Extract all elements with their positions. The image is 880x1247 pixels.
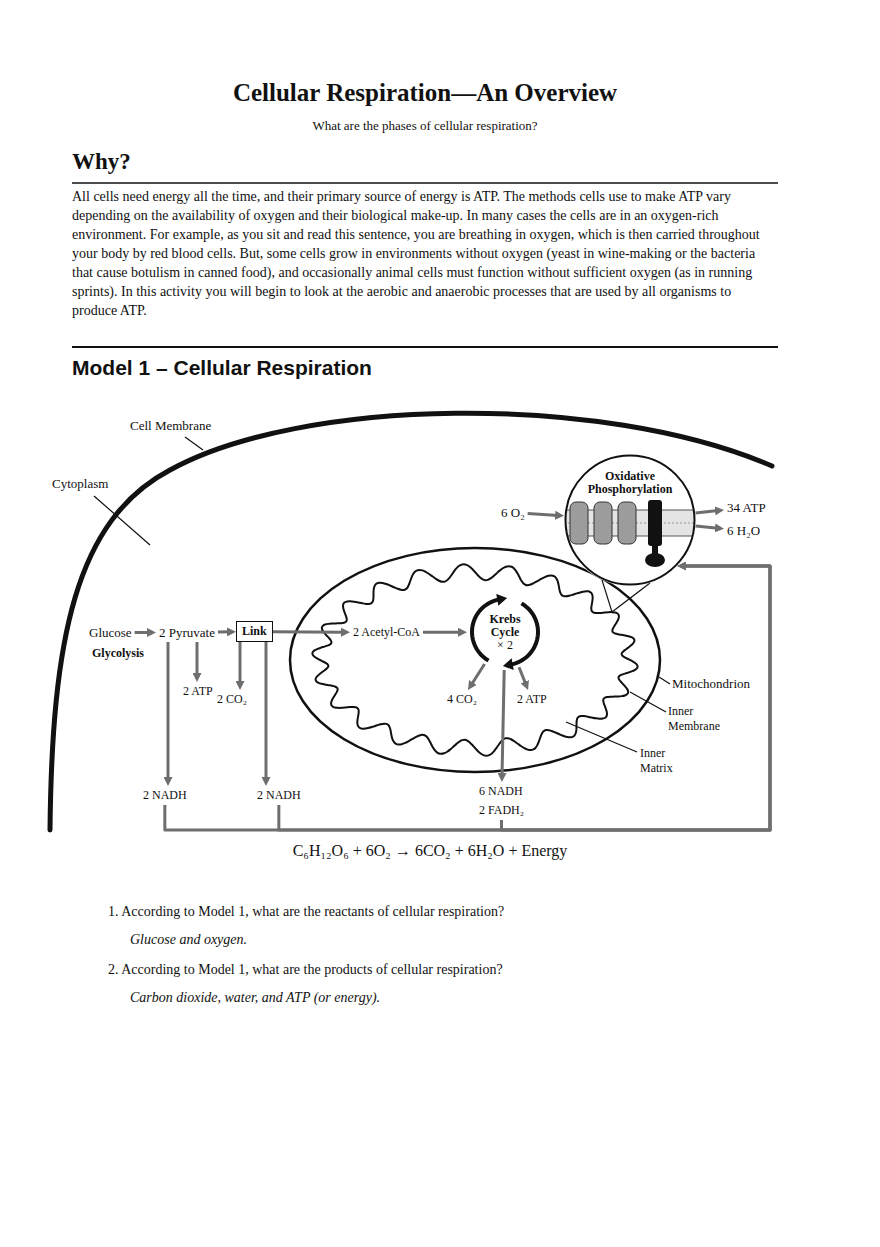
node-text: 2 ATP — [180, 682, 216, 701]
flow-arrow — [239, 642, 242, 684]
part-label: Mitochondrion — [672, 676, 750, 692]
leader-line — [185, 437, 203, 450]
node-text: 2 NADH — [140, 786, 190, 805]
page-title: Cellular Respiration—An Overview — [0, 78, 850, 108]
flow-arrow — [135, 631, 150, 634]
flow-arrow — [196, 642, 199, 676]
node-text: 2 ATP — [514, 690, 550, 709]
protein-complex — [594, 502, 612, 544]
flow-arrow — [423, 631, 461, 634]
magnify-line — [612, 583, 650, 612]
magnified-circle: Oxidative Phosphorylation — [564, 454, 696, 586]
flow-arrow — [502, 670, 504, 776]
protein-complex — [618, 502, 636, 544]
flow-arrow — [696, 526, 718, 528]
inner-membrane — [312, 564, 637, 756]
rule-line — [72, 182, 778, 184]
flow-arrow — [165, 566, 770, 830]
molecule-label: 2 Pyruvate — [156, 623, 218, 642]
flow-arrow — [265, 642, 268, 780]
node-text: 2 Acetyl-CoA — [350, 623, 423, 642]
node-text: Glucose — [86, 623, 135, 642]
question: 1. According to Model 1, what are the re… — [108, 904, 504, 920]
product-label: 2 ATP — [180, 682, 216, 701]
leader-line — [566, 722, 637, 752]
node-text: 2 NADH — [254, 786, 304, 805]
rule-line — [72, 346, 778, 348]
mitochondrion-outer — [290, 548, 660, 772]
intro-paragraph: All cells need energy all the time, and … — [72, 187, 778, 320]
part-label: Cell Membrane — [130, 418, 211, 434]
subtitle: What are the phases of cellular respirat… — [0, 118, 850, 134]
flow-arrow — [528, 513, 558, 515]
leader-line — [94, 496, 150, 545]
product-label: 2 CO₂ — [214, 690, 250, 709]
node-text: Link — [242, 624, 267, 639]
model-heading: Model 1 – Cellular Respiration — [72, 356, 372, 380]
leader-line — [659, 677, 670, 684]
section-heading: Why? — [72, 149, 131, 175]
node-text: 2 CO₂ — [214, 690, 250, 709]
node-text: Krebs Cycle — [485, 613, 525, 639]
cell-membrane — [50, 413, 772, 830]
carrier-label: 6 NADH2 FADH₂ — [476, 782, 527, 820]
cycle-arrowhead — [496, 594, 507, 606]
flow-arrow — [273, 630, 344, 634]
molecule-label: Glucose — [86, 623, 135, 642]
question: 2. According to Model 1, what are the pr… — [108, 962, 503, 978]
product-label: 34 ATP — [724, 498, 769, 517]
cycle-circle: Krebs Cycle× 2 — [467, 594, 543, 670]
carrier-label: 2 NADH — [140, 786, 190, 805]
molecule-label: 6 O₂ — [498, 503, 528, 522]
flow-arrow — [696, 511, 718, 513]
membrane-proteins — [560, 500, 700, 567]
process-box: Link — [236, 621, 273, 642]
node-text: Oxidative Phosphorylation — [580, 470, 680, 496]
part-label: Inner Matrix — [640, 746, 690, 776]
node-text: 2 FADH₂ — [476, 801, 527, 820]
carrier-label: 2 NADH — [254, 786, 304, 805]
part-label: Inner Membrane — [668, 704, 734, 734]
node-text: 6 O₂ — [498, 503, 528, 522]
flow-arrow — [471, 664, 484, 685]
flow-arrow — [218, 630, 230, 633]
circle-outline — [566, 456, 695, 585]
node-text: 34 ATP — [724, 498, 769, 517]
atp-synthase — [645, 553, 665, 567]
answer: Carbon dioxide, water, and ATP (or energ… — [130, 990, 380, 1006]
atp-synthase — [648, 500, 662, 546]
step-label: Glycolysis — [90, 646, 146, 661]
flow-arrow — [279, 566, 770, 830]
node-text: × 2 — [497, 639, 513, 652]
cycle-arrowhead — [503, 658, 514, 670]
node-text: 4 CO₂ — [444, 690, 480, 709]
product-label: 6 H₂O — [724, 521, 763, 540]
magnify-line — [602, 580, 612, 612]
leader-line — [630, 692, 666, 712]
part-label: Cytoplasm — [52, 476, 108, 492]
flow-arrow — [167, 642, 170, 780]
node-text: 2 Pyruvate — [156, 623, 218, 642]
equation: C₆H₁₂O₆ + 6O₂ → 6CO₂ + 6H₂O + Energy — [0, 842, 860, 860]
atp-synthase — [652, 544, 658, 554]
product-label: 4 CO₂ — [444, 690, 480, 709]
protein-complex — [570, 502, 588, 544]
answer: Glucose and oxygen. — [130, 932, 247, 948]
node-text: 6 H₂O — [724, 521, 763, 540]
flow-arrow — [519, 667, 526, 684]
flow-arrow — [501, 566, 770, 830]
node-text: 6 NADH — [476, 782, 527, 801]
molecule-label: 2 Acetyl-CoA — [350, 623, 423, 642]
product-label: 2 ATP — [514, 690, 550, 709]
